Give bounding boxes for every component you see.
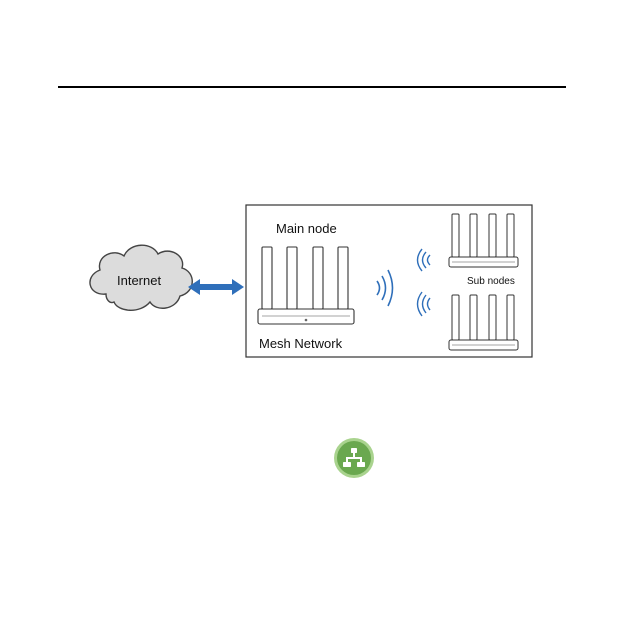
sub-nodes-label: Sub nodes — [467, 276, 515, 287]
internet-label: Internet — [117, 273, 161, 288]
main-node-label: Main node — [276, 221, 337, 236]
double-arrow-icon — [188, 279, 244, 295]
mesh-network-label: Mesh Network — [259, 336, 342, 351]
network-topology-icon — [333, 437, 375, 479]
